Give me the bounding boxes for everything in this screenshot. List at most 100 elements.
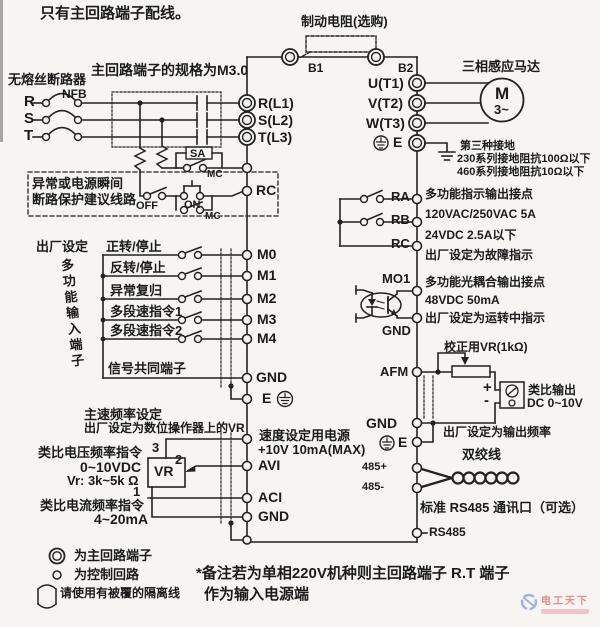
analog-output-label: 类比输出 [528,383,577,397]
terminal-label-ut1: U(T1) [368,75,404,91]
page-title: 只有主回路端子配线。 [40,5,191,22]
terminal-label-avi: AVI [258,457,281,473]
twisted-pair-icon [420,467,520,534]
multifunction-input-switches [100,245,244,400]
terminal-label-m3: M3 [257,311,277,327]
terminal-label-sl2: S(L2) [258,112,293,128]
terminal-label-485n: 485- [362,481,385,493]
terminal-label-m2: M2 [257,290,277,306]
main-terminal-spec-label: 主回路端子的规格为M3.0 [91,62,249,78]
nfb-label: NFB [62,87,87,101]
relay-desc-4: 出厂设定为故障指示 [425,248,534,262]
input-row-label-2: 反转/停止 [110,260,166,275]
afm-analog-output [420,352,525,443]
terminal-label-rs485: RS485 [429,525,466,539]
main-speed-label-2: 出厂设定为数位操作器上的VR [84,421,245,435]
watermark-text: 电工天下 [541,596,589,607]
terminal-label-rc-main: RC [256,182,277,198]
terminal-label-gnd-afm: GND [366,415,398,431]
twisted-pair-label: 双绞线 [462,447,502,462]
input-row-label-5: 多段速指令2 [110,323,183,338]
terminal-label-e-top: E [393,134,403,150]
terminal-label-m4: M4 [257,330,277,346]
braking-resistor-symbol [300,35,377,58]
mc1-label: MC [207,169,223,180]
protection-note-line2: 断路保护建议线路 [32,192,137,207]
braking-resistor-label: 制动电阻(选购) [301,14,388,29]
analog-current-label: 类比电流频率指令 [40,498,145,513]
input-row-label-1: 正转/停止 [106,239,162,254]
vr-resistance-label: Vr: 3k~5k Ω [67,473,139,488]
calibration-vr-label: 校正用VR(1kΩ) [444,340,528,354]
phase-label-s: S [24,110,35,127]
terminal-label-e-right: E [398,434,408,450]
vr-pin1-label: 1 [133,484,141,499]
earth-circle-icon [276,135,395,451]
watermark-bar [541,609,589,614]
phase-label-t: T [24,127,34,144]
current-range-label: 4~20mA [94,511,149,527]
terminal-label-e-left: E [262,390,272,406]
sa-label: SA [190,148,206,160]
analog-output-range-label: DC 0~10V [527,396,583,410]
vr-pin2-label: 2 [175,452,183,467]
terminal-label-afm: AFM [380,364,409,379]
vr-potentiometer [147,432,244,541]
terminal-label-m1: M1 [257,267,277,283]
motor-symbol [424,77,525,124]
phase-label-r: R [24,93,35,110]
terminal-label-gnd-mo1: GND [382,323,411,338]
terminal-label-mo1: MO1 [382,271,411,286]
main-speed-label-1: 主速频率设定 [84,407,163,422]
terminal-circles [238,48,426,545]
terminal-label-rb: RB [391,212,410,227]
meter-minus-label: - [484,392,489,409]
protection-note-line1: 异常或电源瞬间 [32,176,124,191]
mo1-desc-1: 多功能光耦合输出接点 [425,275,546,289]
motor-phase-label: 3~ [494,102,509,117]
input-filter-dotted-box [111,91,222,148]
relay-desc-1: 多功能指示输出接点 [425,187,534,201]
voltage-range-label: 0~10VDC [80,459,142,475]
terminal-label-gnd-analog: GND [258,508,290,524]
factory-setting-label: 出厂设定 [36,239,89,254]
mo1-desc-3: 出厂设定为运转中指示 [425,311,546,325]
terminal-label-ra: RA [391,189,410,204]
terminal-label-b1: B1 [308,61,324,75]
relay-desc-2: 120VAC/250VAC 5A [425,207,536,221]
on-switch-label: ON [184,199,201,211]
terminal-label-wt3: W(T3) [366,115,405,131]
meter-plus-label: + [483,379,492,396]
terminal-label-485p: 485+ [362,461,387,473]
scan-edge-artifact [0,0,3,142]
terminal-label-aci: ACI [258,489,283,505]
legend-shield-label: 请使用有被覆的隔离线 [60,586,181,600]
speed-psu-label-1: 速度设定用电源 [259,428,351,443]
note-line-2: 作为输入电源端 [204,586,310,603]
watermark-logo-icon [520,593,538,611]
legend-control-circuit-label: 为控制回路 [74,567,140,582]
terminal-label-tl3: T(L3) [258,129,293,145]
earth-ground-symbol [424,142,456,161]
breaker-name-label: 无熔丝断路器 [8,72,87,87]
terminal-label-rc: RC [391,236,410,251]
signal-common-label: 信号共同端子 [108,361,187,376]
relay-desc-3: 24VDC 2.5A以下 [425,228,517,242]
mo1-desc-2: 48VDC 50mA [425,293,500,307]
off-switch-label: OFF [136,200,158,212]
optocoupler-icon [355,285,414,323]
input-row-label-4: 多段速指令1 [110,304,183,319]
analog-voltage-label: 类比电压频率指令 [38,445,143,460]
relay-contact-symbols [337,189,414,247]
terminal-label-m0: M0 [257,246,277,262]
vr-box-label: VR [154,463,174,479]
rs485-desc-label: 标准 RS485 通讯口（可选） [420,500,584,515]
vr-pin3-label: 3 [152,440,160,455]
terminal-label-vt2: V(T2) [368,95,403,111]
motor-name-label: 三相感应马达 [462,59,541,74]
note-line-1: *备注若为单相220V机种则主回路端子 R.T 端子 [196,565,510,582]
terminal-label-rl1: R(L1) [258,95,294,111]
motor-m-label: M [495,84,510,103]
